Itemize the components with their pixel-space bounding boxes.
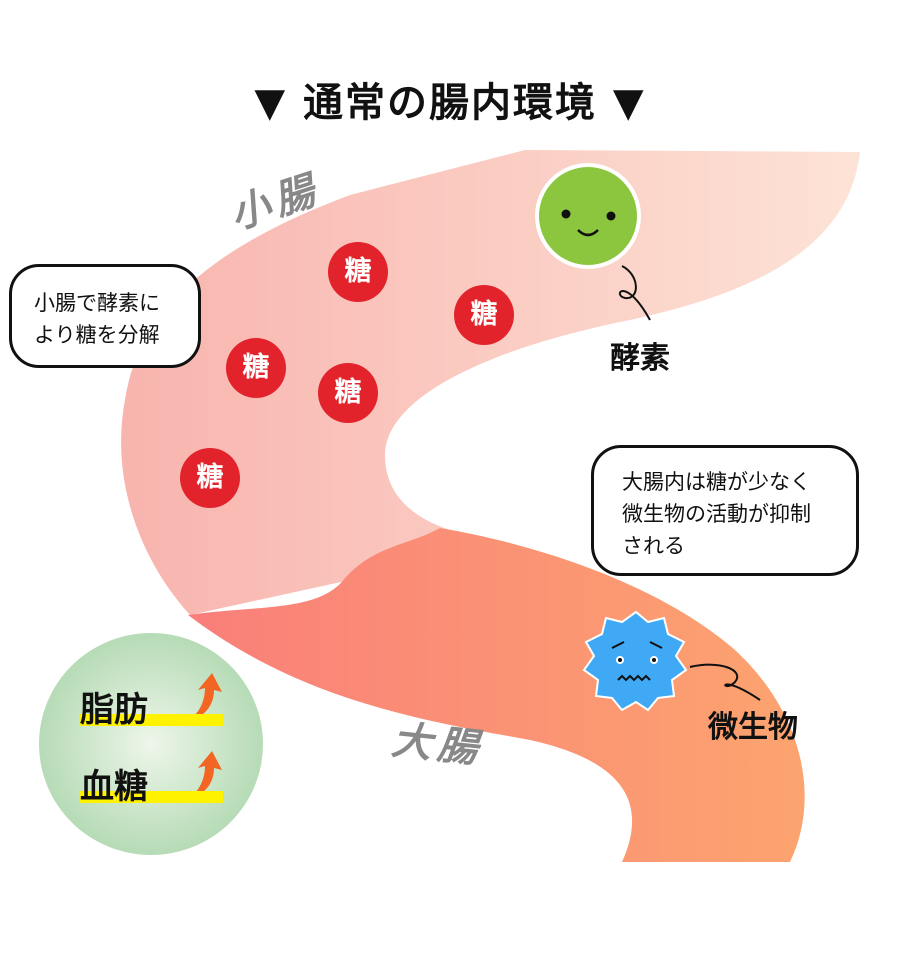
large-intestine: [188, 528, 805, 862]
sugar-molecule: 糖: [318, 363, 378, 423]
microbe-label: 微生物: [708, 710, 798, 745]
enzyme-pointer-line: [618, 265, 651, 321]
enzyme-label: 酵素: [610, 341, 670, 376]
microbe-character-icon: [582, 610, 688, 712]
effects-circle: [39, 633, 263, 855]
sugar-molecule: 糖: [226, 338, 286, 398]
callout-line: より糖を分解: [34, 323, 160, 347]
large-intestine-callout: 大腸内は糖が少なく 微生物の活動が抑制 される: [591, 445, 859, 576]
sugar-molecule: 糖: [454, 285, 514, 345]
highlight-bar: [80, 791, 223, 803]
small-intestine-callout: 小腸で酵素に より糖を分解: [9, 264, 201, 368]
effect-fat: 脂肪: [80, 690, 148, 730]
callout-line: される: [622, 534, 685, 558]
up-arrow-icon: [185, 751, 222, 800]
callout-line: 大腸内は糖が少なく: [622, 470, 811, 494]
up-arrow-icon: [185, 673, 222, 722]
effect-blood-sugar: 血糖: [80, 767, 148, 807]
sugar-molecule: 糖: [328, 242, 388, 302]
enzyme-character-icon: [535, 163, 641, 269]
sugar-molecule: 糖: [180, 448, 240, 508]
page-title: ▼ 通常の腸内環境 ▼: [254, 80, 646, 126]
large-intestine-label: 大腸: [389, 717, 486, 773]
highlight-bar: [80, 714, 223, 726]
callout-line: 小腸で酵素に: [34, 291, 160, 315]
microbe-pointer-line: [689, 663, 761, 701]
small-intestine: [121, 150, 861, 615]
callout-line: 微生物の活動が抑制: [622, 502, 811, 526]
